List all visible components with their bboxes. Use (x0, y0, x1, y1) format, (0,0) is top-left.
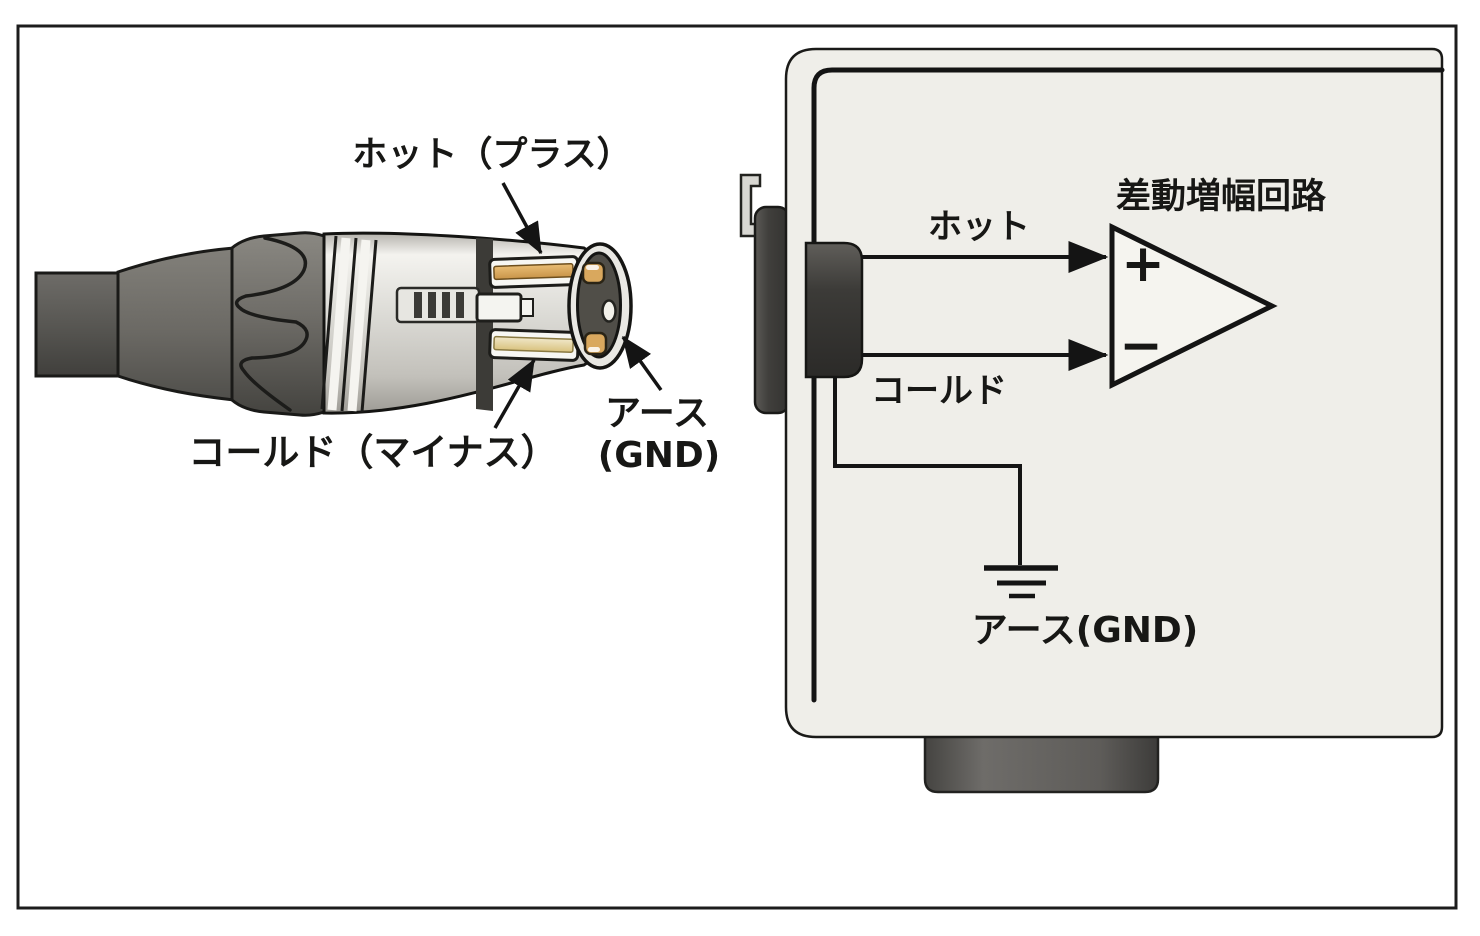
strain-relief-wave-line (234, 236, 309, 412)
ring-line (360, 239, 378, 413)
ring-line (340, 237, 358, 412)
cold-wire-label: コールド (871, 371, 1007, 411)
ground-pin-label-line2: (GND) (598, 435, 720, 476)
ring-line (320, 235, 338, 410)
cold-contact-channel (488, 328, 580, 362)
hot-callout-arrow (501, 182, 543, 255)
latch-slider (395, 286, 481, 324)
device-ground-label: アース(GND) (972, 610, 1199, 651)
device-box (784, 47, 1444, 739)
strain-relief (230, 231, 326, 417)
hot-pin-slot (581, 261, 606, 285)
opamp-minus-sign: − (1119, 316, 1163, 376)
xlr-input-jack (804, 241, 864, 379)
cable (34, 271, 122, 378)
ground-pin-label-line1: アース (605, 393, 709, 434)
ground-symbol (984, 565, 1058, 599)
ring-highlight (347, 239, 371, 412)
ground-pin-hole (601, 299, 617, 323)
ground-callout-arrow (621, 335, 663, 392)
ground-wire (833, 377, 1022, 565)
xlr-connector: ホット（プラス） コールド（マイナス） アース (GND) (34, 135, 720, 476)
barrel-dark-band (476, 238, 493, 411)
boot-cone (116, 246, 236, 402)
hot-contact-channel (488, 255, 580, 289)
opamp-plus-sign: + (1121, 234, 1165, 294)
latch-hole-notch (520, 298, 534, 317)
ring-highlight (327, 237, 351, 411)
jack-latch-hook (739, 173, 768, 238)
cold-callout-arrow (493, 358, 536, 429)
amp-title: 差動増幅回路 (1116, 177, 1327, 217)
device-inner-panel-line (811, 67, 1445, 703)
hot-wire-label: ホット (928, 207, 1030, 247)
cold-pin-label: コールド（マイナス） (188, 431, 557, 474)
opamp-triangle (1109, 222, 1278, 390)
cold-pin-slot (583, 331, 608, 356)
latch-hole (475, 292, 523, 323)
hot-pin-label: ホット（プラス） (352, 135, 631, 175)
jack-flange (753, 205, 791, 415)
device-foot (923, 730, 1160, 794)
device-panel: + − 差動増幅回路 ホット コールド アース(GND) (739, 47, 1445, 794)
